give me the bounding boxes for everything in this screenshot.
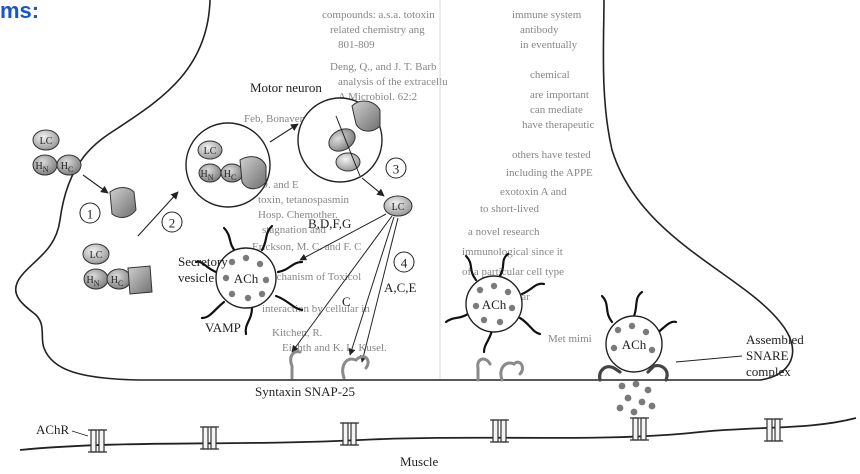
bg-right-line: exotoxin A and (500, 186, 567, 198)
bg-left-line: related chemistry ang (330, 24, 425, 36)
bg-right-line: including the APPE (506, 167, 593, 179)
bg-right-line: a novel research (468, 226, 540, 238)
bg-right-line: can mediate (530, 104, 583, 116)
background-book-text: compounds: a.s.a. totoxin related chemis… (244, 9, 594, 354)
header-fragment: ms: (0, 0, 39, 23)
bg-right-line: chemical (530, 69, 570, 81)
achr-receptor (340, 423, 359, 445)
vesicle-ach-label: ACh (234, 271, 259, 286)
step-1-number: 1 (87, 207, 94, 222)
secretory-vesicle-label-line2: vesicle (178, 270, 214, 285)
achr-receptor (764, 419, 783, 441)
snare-label-leader (676, 356, 742, 362)
achr-label: AChR (36, 422, 70, 437)
bg-right-line: to short-lived (480, 203, 539, 215)
bg-right-line: antibody (520, 24, 559, 36)
bg-right-line: are important (530, 89, 589, 101)
serotypes-ace-label: A,C,E (384, 280, 417, 295)
fusing-vesicle-right: ACh (602, 292, 676, 372)
assembled-snare-label-line1: Assembled (746, 332, 804, 347)
step-2-number: 2 (169, 216, 176, 231)
cleavage-arrow-syntaxin (292, 216, 392, 352)
snare-complex-right (648, 366, 667, 380)
syntaxin-intact (478, 359, 490, 380)
achr-receptor (200, 427, 219, 449)
syntaxin-cleaved (291, 352, 300, 378)
bound-lc-label: LC (90, 250, 103, 261)
achr-leader (72, 431, 88, 436)
snap25-cleaved (343, 357, 368, 378)
endosome1-receptor (240, 157, 266, 189)
bg-left-line: 801-809 (338, 39, 375, 51)
released-ach (617, 381, 656, 416)
bg-right-line: immunological since it (462, 246, 563, 258)
bg-left-line: compounds: a.s.a. totoxin (322, 9, 435, 21)
bg-right-line: in eventually (520, 39, 578, 51)
acidification-arrow (270, 124, 298, 142)
bg-left-line: analysis of the extracellu (338, 76, 448, 88)
syntaxin-snap25-label: Syntaxin SNAP-25 (255, 384, 355, 399)
membrane-receptor (110, 188, 136, 218)
step-3-number: 3 (393, 162, 400, 177)
motor-neuron-label: Motor neuron (250, 80, 322, 95)
endocytic-pocket: LC HN HC (83, 244, 152, 294)
achr-receptor (490, 420, 509, 442)
muscle-label: Muscle (400, 454, 439, 469)
bound-receptor (128, 266, 152, 294)
muscle-membrane (20, 418, 856, 450)
achr-receptor (88, 430, 107, 452)
assembled-snare-label-line2: SNARE (746, 348, 789, 363)
bg-right-line: Met mimi (548, 333, 592, 345)
cytosolic-lc-label: LC (392, 202, 405, 213)
bg-right-line: immune system (512, 9, 582, 21)
bg-left-line: interaction by cellular in (262, 303, 370, 315)
light-chain-label: LC (40, 136, 53, 147)
free-toxin-molecule: LC HN HC (33, 130, 81, 175)
bg-right-line: others have tested (512, 149, 591, 161)
bg-left-line: Mechanism of Toxicol (262, 271, 361, 283)
serotype-c-label: C (342, 294, 351, 309)
bg-right-line: of a particular cell type (462, 266, 564, 278)
assembled-snare-label-line3: complex (746, 364, 791, 379)
bg-left-line: Erickson, M. C. and F. C (252, 241, 361, 253)
vesicle-ach-label: ACh (622, 337, 647, 352)
translocation-arrow (362, 178, 384, 196)
vesicle-ach-label: ACh (482, 297, 507, 312)
bg-left-line: Deng, Q., and J. T. Barb (330, 61, 437, 73)
step-4-number: 4 (401, 256, 408, 271)
bg-right-line: have therapeutic (522, 119, 594, 131)
secretory-vesicle-label-line1: Secretory (178, 254, 228, 269)
bg-left-line: toxin, tetanospasmin (258, 194, 350, 206)
endosome1-lc-label: LC (204, 146, 217, 157)
serotypes-bdfg-label: B,D,F,G (308, 216, 351, 231)
binding-arrow (83, 175, 108, 193)
snare-complex-left (600, 367, 620, 380)
vamp-label: VAMP (205, 320, 241, 335)
bg-left-line: Kitchen, R. (272, 327, 323, 339)
snap25-intact (501, 362, 523, 380)
